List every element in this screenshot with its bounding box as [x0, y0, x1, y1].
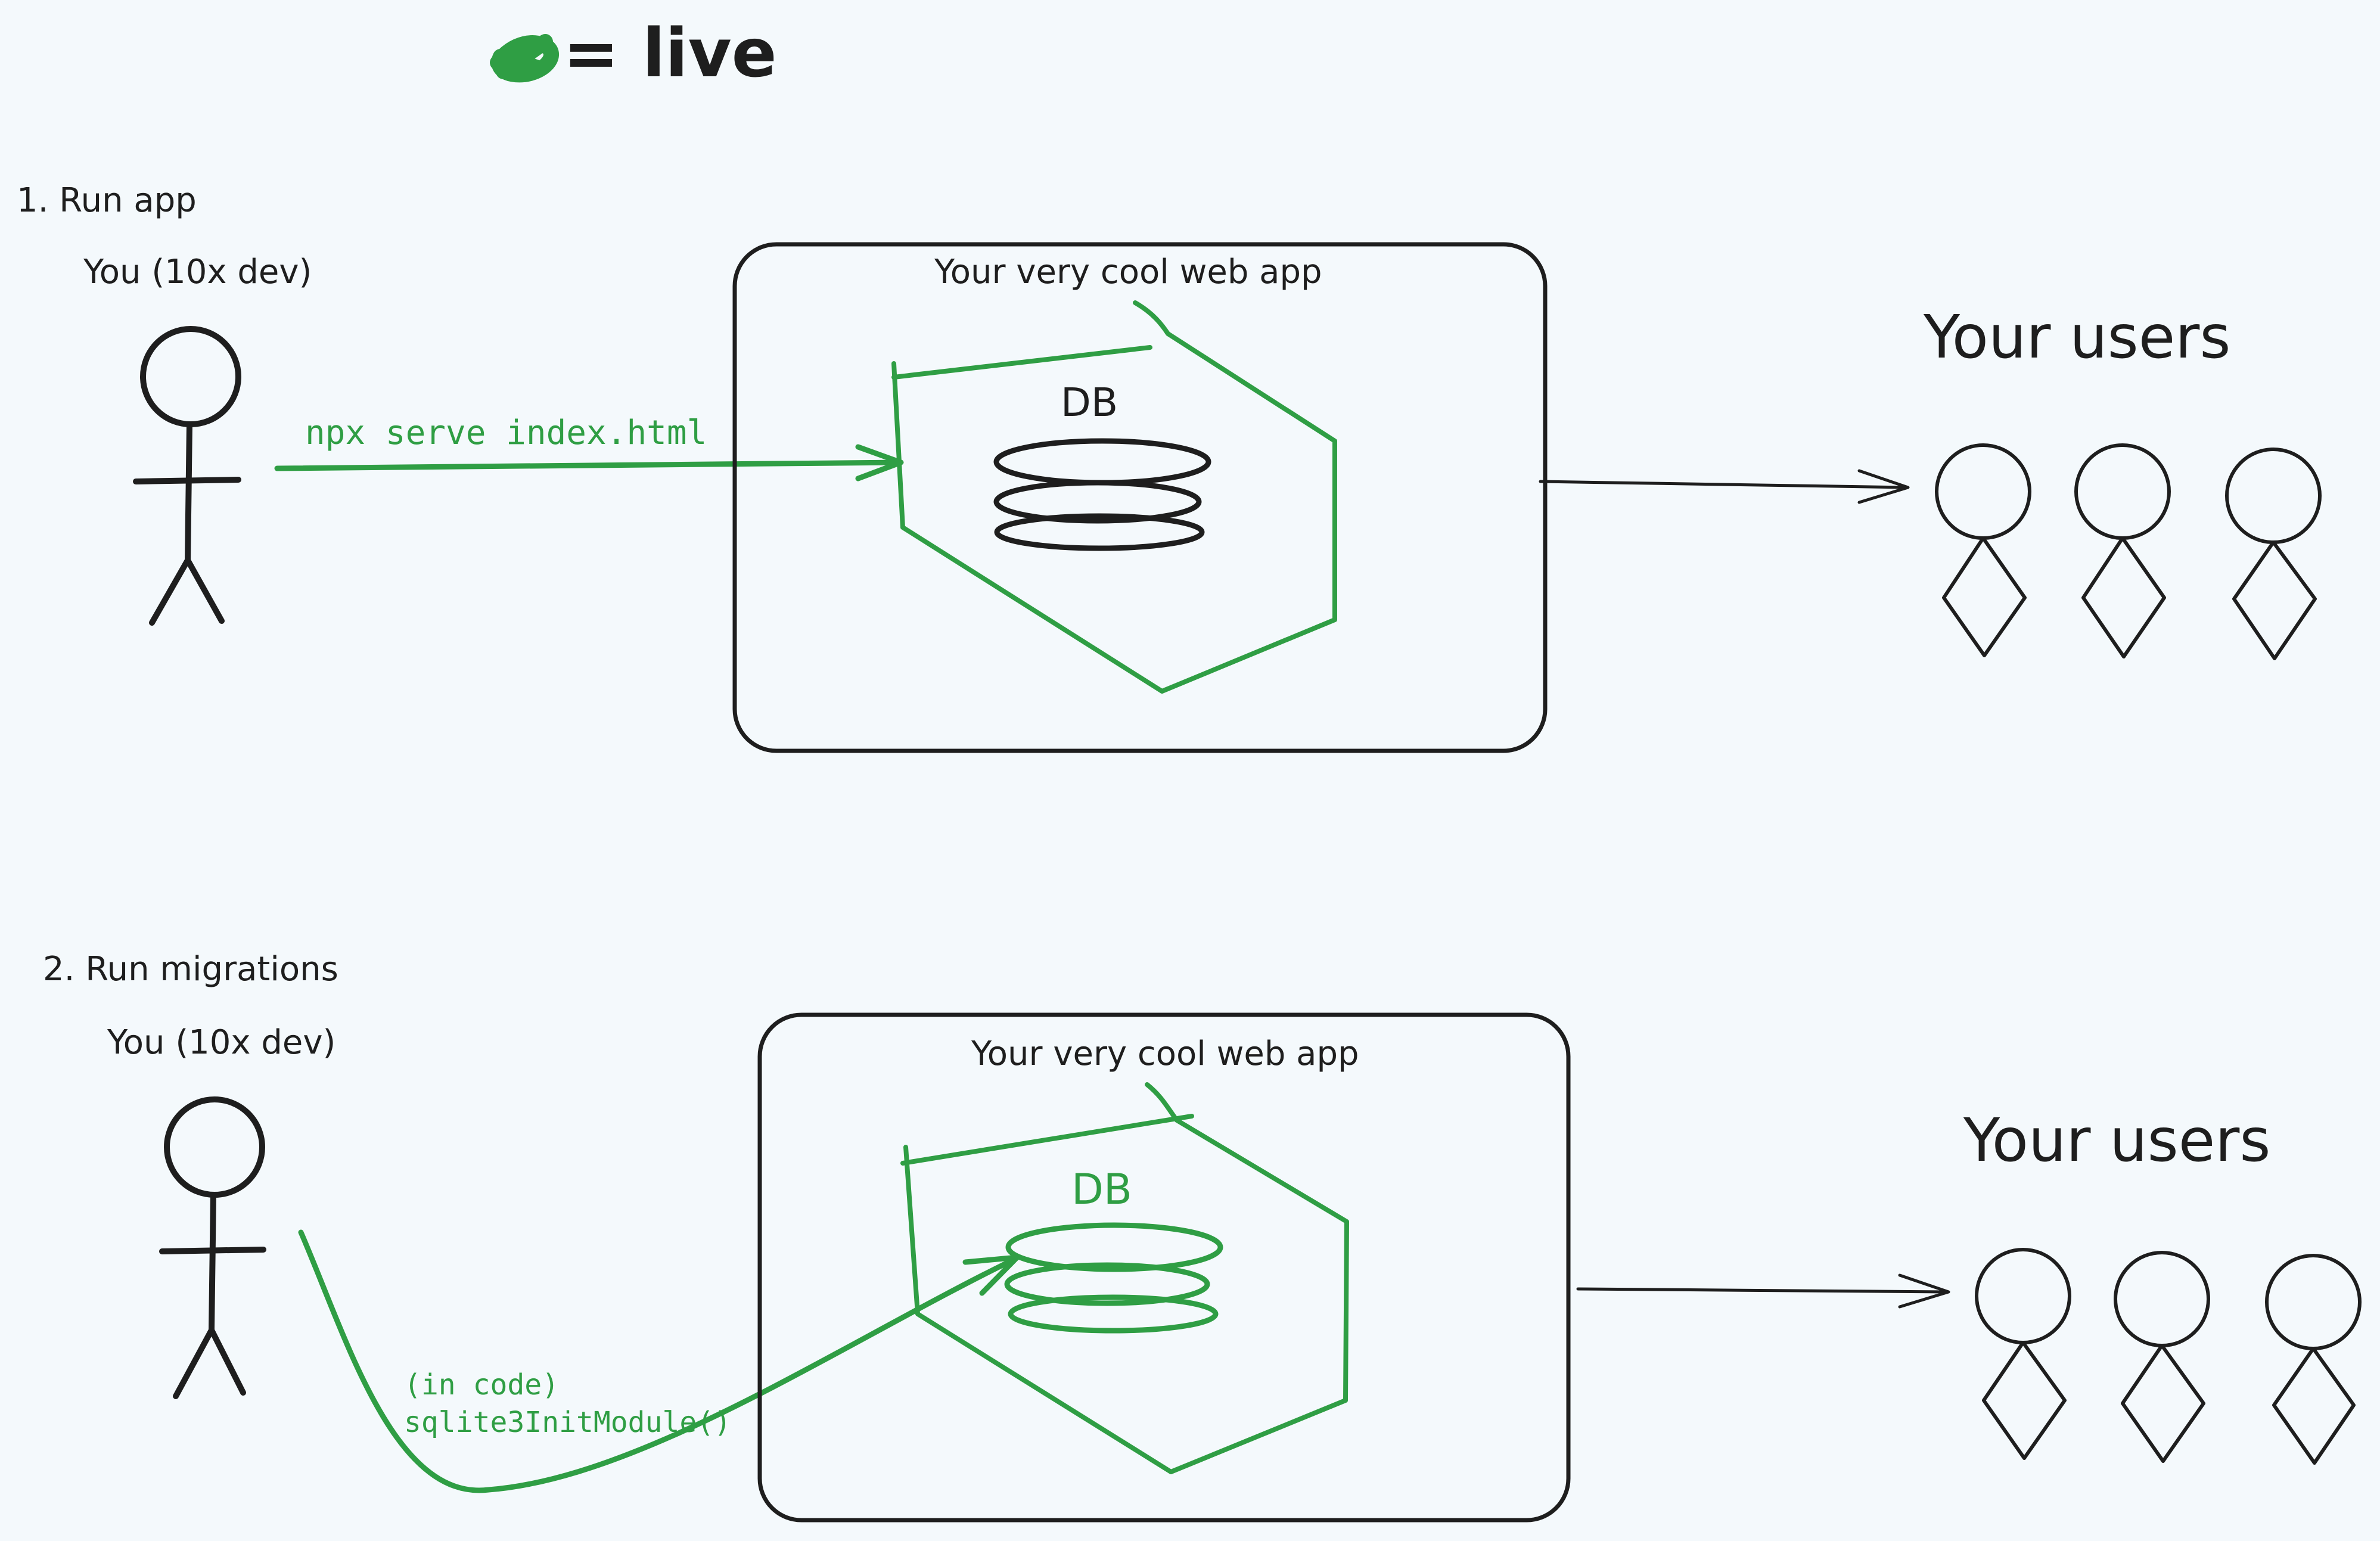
users-group-2 [1975, 1248, 2362, 1465]
users-arrow-2 [1576, 1273, 1950, 1309]
developer-figure-2 [159, 1096, 266, 1399]
db-label-1: DB [1061, 380, 1118, 425]
database-icon-1 [993, 438, 1211, 551]
users-label-2: Your users [1963, 1105, 2270, 1175]
web-app-label-1: Your very cool web app [934, 253, 1322, 291]
legend-green-swatch [490, 34, 559, 83]
step-1-label: 1. Run app [17, 181, 197, 220]
users-label-1: Your users [1923, 302, 2230, 372]
user-icon [1935, 443, 2031, 657]
user-icon [2114, 1251, 2210, 1463]
migration-arrow [298, 1229, 1020, 1493]
web-app-box-2 [757, 1012, 1571, 1523]
user-icon [2265, 1254, 2362, 1465]
users-arrow-1 [1539, 469, 1910, 504]
browser-sandbox-hexagon-1 [891, 300, 1337, 694]
developer-figure-1 [133, 326, 241, 626]
web-app-box-1 [732, 242, 1548, 753]
actor-1-label: You (10x dev) [83, 253, 312, 291]
user-icon [2074, 443, 2171, 658]
legend: = live [490, 15, 777, 92]
user-icon [2225, 448, 2322, 660]
actor-2-label: You (10x dev) [107, 1023, 335, 1062]
legend-text: = live [563, 15, 777, 92]
migration-command-line2: sqlite3InitModule() [404, 1406, 731, 1439]
section-run-app: 1. Run app You (10x dev) npx serve index… [17, 181, 2322, 753]
section-run-migrations: 2. Run migrations You (10x dev) (in code… [43, 950, 2362, 1523]
database-icon-2 [1004, 1222, 1223, 1334]
browser-sandbox-hexagon-2 [900, 1082, 1349, 1474]
user-icon [1975, 1248, 2071, 1460]
step-2-label: 2. Run migrations [43, 950, 338, 989]
serve-command-label: npx serve index.html [305, 414, 707, 452]
users-group-1 [1935, 443, 2322, 660]
migration-command-line1: (in code) [404, 1368, 559, 1402]
web-app-label-2: Your very cool web app [971, 1034, 1359, 1073]
db-label-2: DB [1071, 1165, 1132, 1214]
